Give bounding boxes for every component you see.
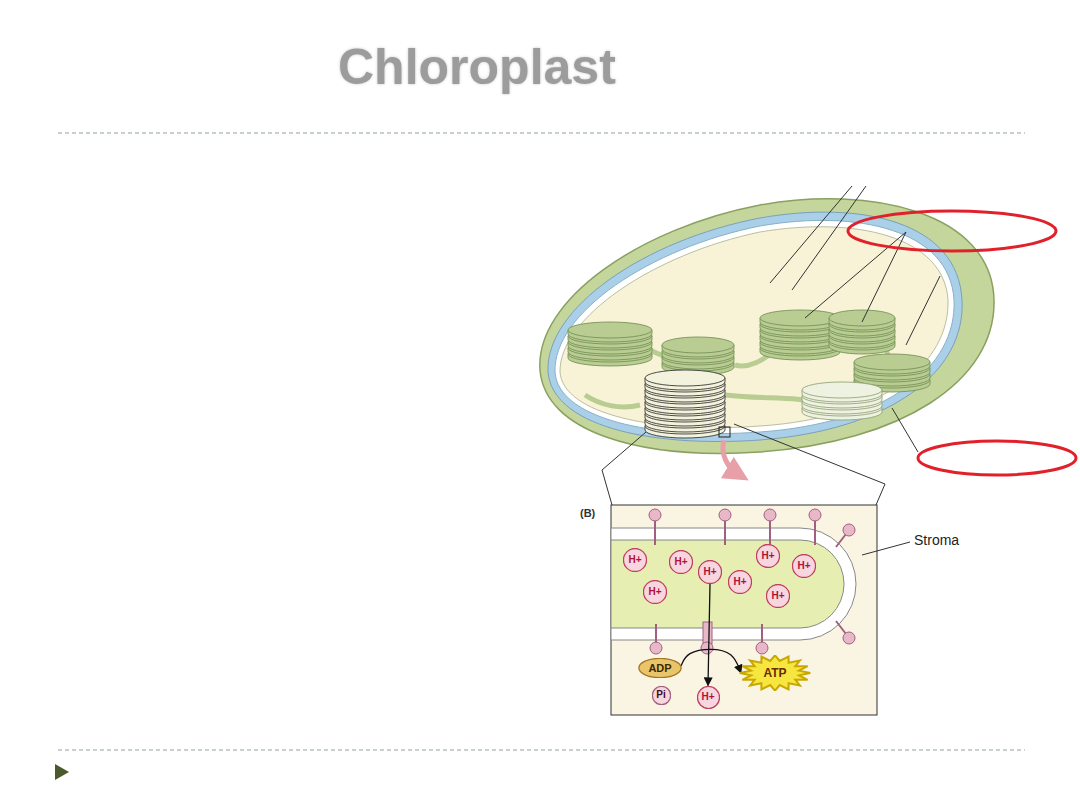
zoom-box — [719, 427, 730, 437]
granum — [568, 310, 930, 438]
node-text: Pi — [656, 690, 665, 700]
node-text: ADP — [648, 663, 671, 674]
outer-membrane — [540, 199, 994, 454]
protein-head — [649, 509, 855, 654]
thylakoid-membrane — [611, 528, 856, 640]
bullet — [55, 764, 69, 780]
node-text: H+ — [628, 555, 641, 565]
proton-ion: H+ — [698, 560, 722, 584]
proton-flow-arrow — [708, 584, 710, 686]
adp-molecule: ADP — [638, 658, 682, 678]
node-text: H+ — [771, 591, 784, 601]
proton-ion: H+ — [728, 570, 752, 594]
node-text: H+ — [648, 587, 661, 597]
leader-line — [602, 186, 940, 505]
intermembrane-space — [555, 220, 954, 433]
rule — [58, 750, 1025, 751]
rule — [58, 133, 1025, 134]
slide-title: Chloroplast — [338, 42, 616, 92]
proton-ion: H+ — [669, 550, 693, 574]
proton-ion: H+ — [792, 554, 816, 578]
blank-label-ellipse — [848, 211, 1056, 251]
node-text: H+ — [761, 551, 774, 561]
node-text: H+ — [703, 567, 716, 577]
atp-molecule: ATP — [739, 655, 811, 691]
node-text: H+ — [701, 692, 714, 702]
inner-membrane — [548, 212, 962, 441]
proton-ion: H+ — [766, 584, 790, 608]
zoom-arrow — [723, 440, 738, 474]
proton-ion: H+ — [697, 686, 720, 709]
stroma-region — [560, 227, 948, 428]
proton-ion: H+ — [643, 580, 667, 604]
node-text: ATP — [763, 667, 786, 679]
membrane-protein — [655, 519, 846, 643]
part-label: Stroma — [914, 533, 959, 547]
panel-letter: (B) — [580, 508, 595, 519]
node-text: H+ — [797, 561, 810, 571]
blank-label-ellipse — [918, 441, 1076, 475]
inset-frame — [611, 505, 877, 715]
node-text: H+ — [674, 557, 687, 567]
proton-ion: H+ — [756, 544, 780, 568]
atp-synthase — [703, 622, 712, 644]
reaction-arrow — [681, 649, 741, 673]
proton-ion: H+ — [623, 548, 647, 572]
phosphate: Pi — [652, 686, 671, 705]
node-text: H+ — [733, 577, 746, 587]
thylakoid-lumen — [611, 540, 844, 628]
leader-line — [862, 542, 910, 555]
